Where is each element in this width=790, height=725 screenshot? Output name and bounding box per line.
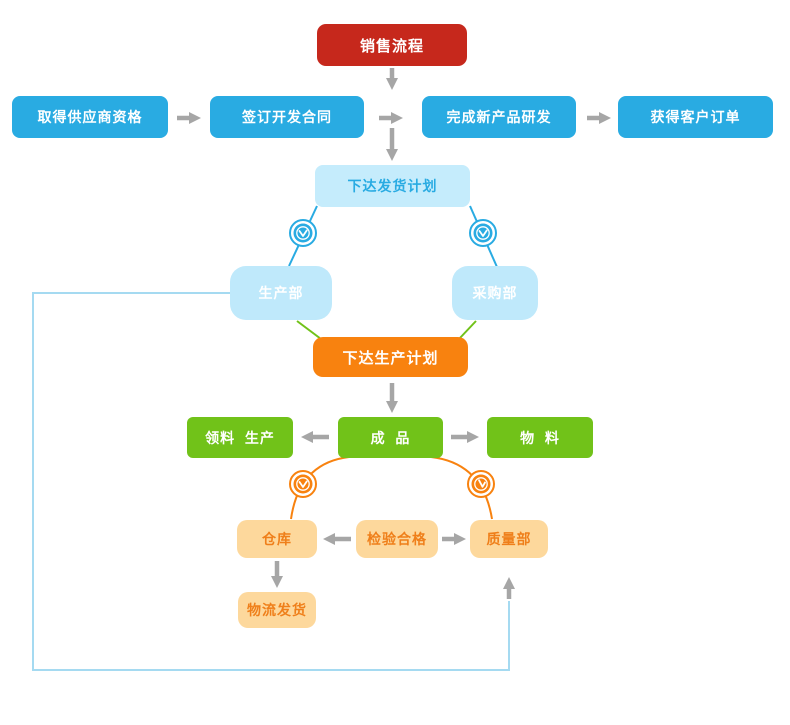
node-warehouse: 仓库 [237, 520, 317, 558]
clock-icon [289, 219, 317, 247]
connector-purchasing-dept-to-plan [458, 320, 477, 340]
node-production-dept: 生产部 [230, 266, 332, 320]
clock-icon [289, 470, 317, 498]
node-sales-process: 销售流程 [317, 24, 467, 66]
feedback-loop-line [32, 292, 510, 671]
clock-icon [467, 470, 495, 498]
node-delivery-plan: 下达发货计划 [315, 165, 470, 207]
node-purchasing-dept: 采购部 [452, 266, 538, 320]
node-complete-product-rd: 完成新产品研发 [422, 96, 576, 138]
node-material-pick-production: 领料 生产 [187, 417, 293, 458]
node-finished-product: 成 品 [338, 417, 443, 458]
connector-production-dept-to-plan [296, 320, 322, 340]
node-get-customer-order: 获得客户订单 [618, 96, 773, 138]
clock-icon [469, 219, 497, 247]
node-materials: 物 料 [487, 417, 593, 458]
node-production-plan: 下达生产计划 [313, 337, 468, 377]
node-sign-dev-contract: 签订开发合同 [210, 96, 364, 138]
node-inspection-passed: 检验合格 [356, 520, 438, 558]
node-quality-dept: 质量部 [470, 520, 548, 558]
node-logistics-delivery: 物流发货 [238, 592, 316, 628]
node-supplier-qualification: 取得供应商资格 [12, 96, 168, 138]
